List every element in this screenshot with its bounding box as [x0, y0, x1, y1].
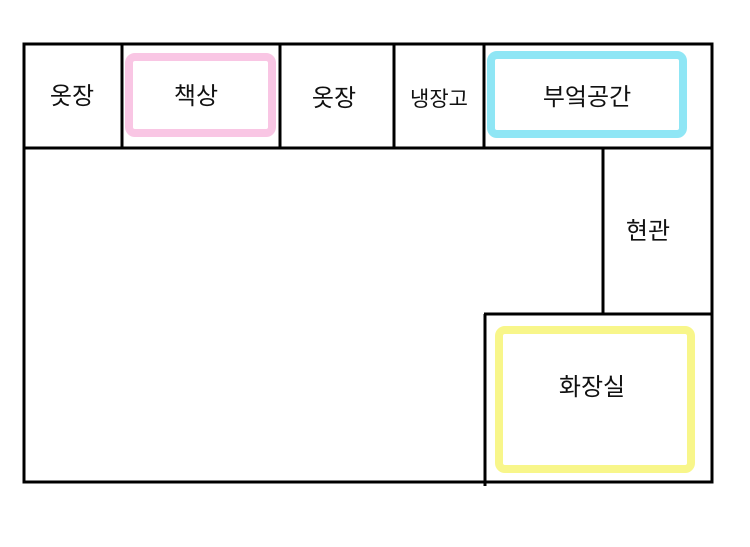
closet-mid-label: 옷장 [312, 84, 356, 112]
fridge-label: 냉장고 [410, 87, 468, 111]
bathroom-highlight [495, 326, 695, 473]
kitchen-label: 부엌공간 [543, 83, 631, 111]
outer-wall [22, 42, 714, 484]
entrance-label: 현관 [626, 217, 670, 245]
desk-highlight [125, 53, 276, 137]
kitchen-highlight [487, 51, 687, 138]
bathroom-label: 화장실 [559, 373, 625, 401]
closet-left-label: 옷장 [50, 82, 94, 110]
desk-label: 책상 [174, 82, 218, 110]
